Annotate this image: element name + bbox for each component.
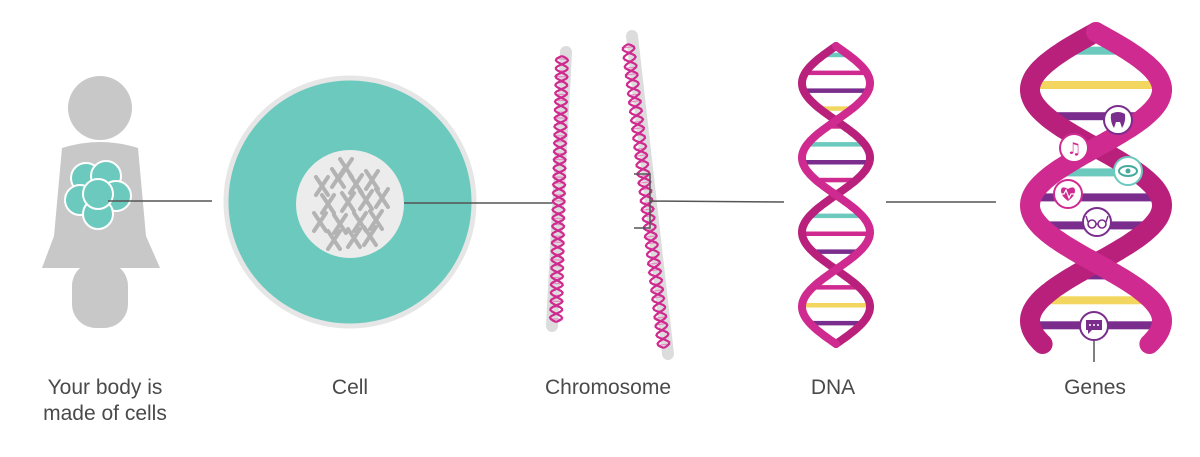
base-pair — [819, 106, 853, 111]
svg-text:♫: ♫ — [1067, 139, 1081, 158]
label-genes: Genes — [1064, 376, 1126, 399]
music-note-icon: ♫ — [1059, 133, 1089, 163]
base-pair — [802, 160, 870, 165]
x-chromosome-icon — [326, 229, 342, 251]
speech-bubble-icon — [1079, 311, 1109, 341]
cell-cluster-icon — [64, 160, 132, 230]
label-chromosome: Chromosome — [544, 376, 672, 399]
genes-helix — [1019, 22, 1173, 354]
bracket — [634, 173, 785, 229]
gene-icons: ♫ — [1053, 105, 1143, 362]
x-chromosome-icon — [314, 175, 330, 197]
base-pair — [802, 303, 870, 308]
base-pair — [1037, 193, 1155, 202]
base-pair — [1060, 168, 1132, 177]
x-chromosome-icon — [362, 225, 378, 247]
x-chromosome-icon — [340, 191, 356, 213]
base-pair — [816, 177, 856, 183]
x-chromosome-icon — [364, 169, 380, 191]
x-chromosome-icon — [338, 157, 354, 179]
base-pair — [809, 213, 863, 219]
x-chromosome-icon — [332, 213, 348, 235]
glasses-icon — [1082, 207, 1112, 237]
chromosome-cluster-icon — [312, 157, 390, 251]
base-pair — [809, 320, 863, 326]
base-pair — [1052, 112, 1140, 121]
backbone-strand — [797, 42, 875, 348]
chromosome-illustration — [546, 30, 674, 360]
tooth-icon — [1103, 105, 1133, 135]
base-pair — [1080, 271, 1112, 280]
base-pair — [823, 52, 849, 58]
base-pair — [812, 249, 860, 254]
base-pair — [827, 124, 845, 129]
x-chromosome-icon — [358, 189, 374, 211]
base-pair — [807, 142, 865, 147]
base-pair — [803, 88, 869, 93]
x-chromosome-icon — [346, 227, 362, 249]
cell-illustration — [223, 75, 477, 329]
base-pair — [1046, 296, 1146, 305]
backbone-strand — [1019, 22, 1173, 354]
base-pair — [1069, 46, 1123, 55]
body-figure — [42, 76, 160, 328]
label-body: Your body is made of cells — [43, 376, 167, 425]
label-cell: Cell — [331, 376, 369, 399]
heartbeat-icon — [1053, 179, 1083, 209]
label-dna: DNA — [810, 376, 856, 399]
x-chromosome-icon — [312, 211, 328, 233]
backbone-strand — [1019, 22, 1173, 354]
base-pair — [1036, 81, 1156, 89]
eye-icon — [1113, 156, 1143, 186]
base-pair — [812, 285, 860, 290]
x-chromosome-icon — [320, 193, 336, 215]
base-pair — [802, 231, 870, 236]
x-chromosome-icon — [374, 187, 390, 209]
dna-helix — [797, 42, 875, 348]
base-pair — [805, 70, 867, 76]
x-chromosome-icon — [368, 209, 384, 231]
